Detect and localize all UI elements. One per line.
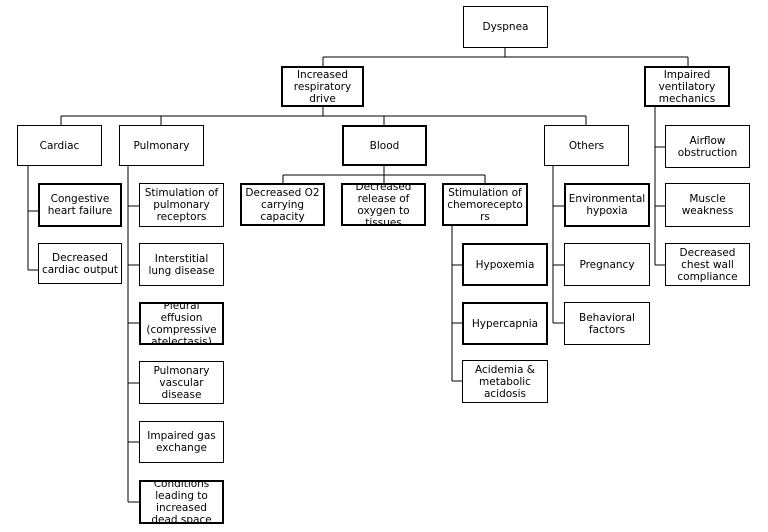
node-stimulation-pulmonary-receptors: Stimulation of pulmonary receptors	[139, 183, 224, 227]
node-decreased-o2-carrying-capacity: Decreased O2 carrying capacity	[240, 183, 325, 226]
node-others: Others	[544, 125, 629, 166]
node-muscle-weakness: Muscle weakness	[665, 183, 750, 227]
node-pulmonary: Pulmonary	[119, 125, 204, 166]
node-decreased-cardiac-output: Decreased cardiac output	[38, 243, 122, 284]
node-pregnancy: Pregnancy	[564, 243, 650, 286]
node-cardiac: Cardiac	[17, 125, 102, 166]
node-impaired-gas-exchange: Impaired gas exchange	[139, 421, 224, 463]
node-hypercapnia: Hypercapnia	[462, 302, 548, 345]
node-interstitial-lung-disease: Interstitial lung disease	[139, 243, 224, 286]
node-pleural-effusion: Pleural effusion (compressive atelectasi…	[139, 302, 224, 345]
node-acidemia-metabolic-acidosis: Acidemia & metabolic acidosis	[462, 360, 548, 403]
node-dyspnea: Dyspnea	[463, 6, 548, 48]
node-environmental-hypoxia: Environmental hypoxia	[564, 183, 650, 227]
node-pulmonary-vascular-disease: Pulmonary vascular disease	[139, 361, 224, 404]
node-airflow-obstruction: Airflow obstruction	[665, 125, 750, 168]
node-stimulation-chemoreceptors: Stimulation of chemorecepto rs	[442, 183, 528, 226]
node-increased-dead-space: Conditions leading to increased dead spa…	[139, 480, 224, 524]
node-impaired-ventilatory-mechanics: Impaired ventilatory mechanics	[644, 66, 730, 107]
node-decreased-chest-wall-compliance: Decreased chest wall compliance	[665, 243, 750, 286]
node-hypoxemia: Hypoxemia	[462, 243, 548, 286]
node-blood: Blood	[342, 125, 427, 166]
node-behavioral-factors: Behavioral factors	[564, 302, 650, 345]
node-decreased-oxygen-release: Decreased release of oxygen to tissues	[341, 183, 426, 226]
node-increased-respiratory-drive: Increased respiratory drive	[281, 66, 364, 107]
node-congestive-heart-failure: Congestive heart failure	[38, 183, 122, 227]
